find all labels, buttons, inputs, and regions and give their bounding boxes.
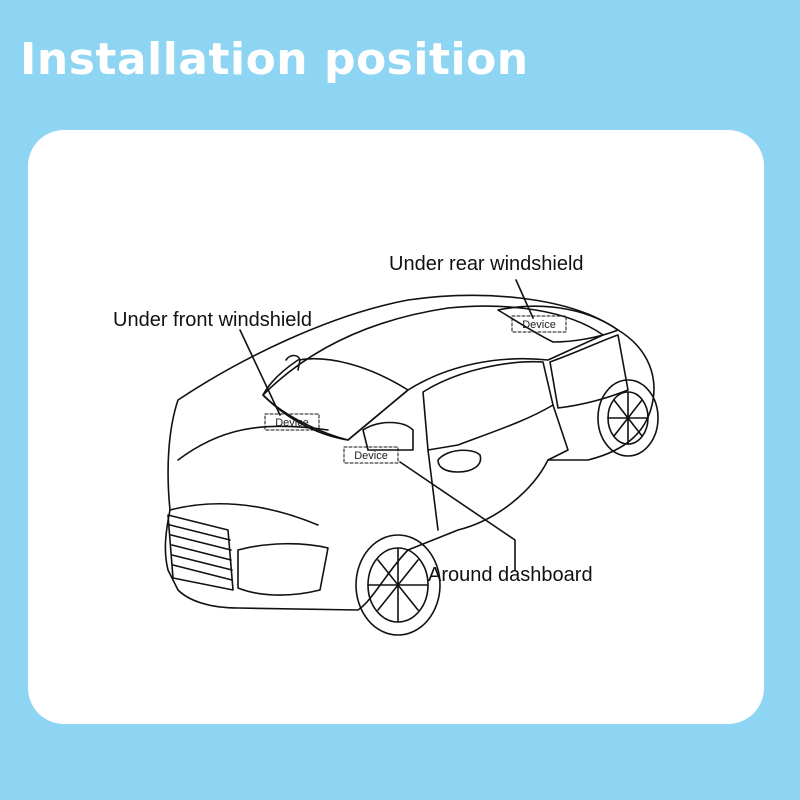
rear-side-window [549,334,629,409]
device-tag-front-text: Device [275,417,309,429]
side-mirror [437,449,482,473]
label-front-windshield: Under front windshield [113,309,312,331]
label-rear-windshield: Under rear windshield [389,253,584,275]
device-tag-dashboard-text: Device [354,450,388,462]
leader-line-rear [515,279,534,319]
antenna [285,354,301,371]
page-title: Installation position [20,34,529,85]
device-tag-front: Device [264,413,320,431]
front-windshield [262,357,409,441]
headlight [237,542,329,596]
rear-window [497,305,619,343]
device-tag-rear-text: Device [522,319,556,331]
car-diagram: Device Device Device [164,279,659,636]
door-line [427,404,569,531]
device-tag-rear: Device [511,315,567,333]
front-wheel [355,534,441,636]
label-dashboard: Around dashboard [428,564,593,586]
dashboard-shape [362,421,414,451]
rear-wheel [597,379,659,457]
leader-line-front [239,329,281,416]
diagram-card: Device Device Device Under rear windshie… [28,130,764,724]
hood-line [169,425,329,526]
front-grille [167,514,234,591]
leader-line-dashboard [399,461,516,571]
device-tag-dashboard: Device [343,446,399,464]
side-window [422,360,554,451]
